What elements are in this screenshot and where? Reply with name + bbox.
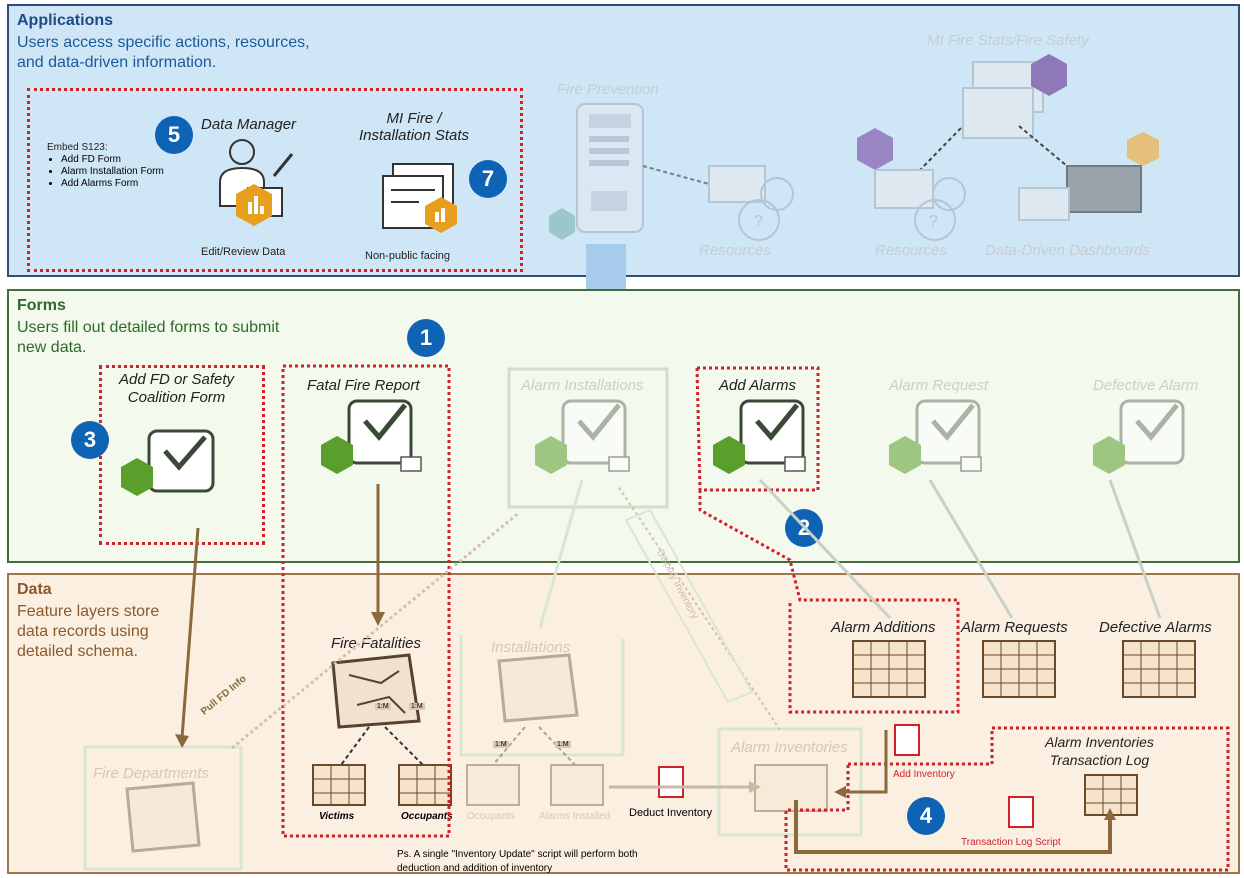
victims-label: Victims [319, 811, 355, 822]
step-badge-4: 4 [907, 797, 945, 835]
defective-alarm-label: Defective Alarm [1093, 377, 1199, 394]
data-panel: Data Feature layers store data records u… [7, 573, 1240, 874]
non-public-label: Non-public facing [365, 250, 450, 262]
mi-fire-stats-label: MI Fire / Installation Stats [359, 110, 469, 144]
forms-graphics [121, 367, 1185, 509]
data-desc-line2: data records using [17, 623, 149, 640]
mi-fire-stats-line2: Installation Stats [359, 127, 470, 144]
relation-1m: 1:M [409, 703, 425, 710]
log-title-line1: Alarm Inventories [1045, 734, 1154, 750]
relation-1m: 1:M [375, 703, 391, 710]
log-title-line2: Transaction Log [1049, 752, 1150, 768]
edit-review-label: Edit/Review Data [201, 246, 286, 258]
resources-label-1: Resources [699, 242, 771, 259]
data-manager-label: Data Manager [201, 116, 297, 133]
step-badge-7: 7 [469, 160, 507, 198]
embedded-apps-highlight [27, 88, 523, 272]
resources-label-2: Resources [875, 242, 947, 259]
survey-form-icon [121, 429, 215, 496]
defective-alarms-label: Defective Alarms [1099, 619, 1212, 636]
forms-title: Forms [17, 297, 66, 314]
forms-desc-line2: new data. [17, 339, 87, 356]
embed-title: Embed S123: [47, 142, 108, 153]
embed-item: Add Alarms Form [61, 178, 181, 190]
alarm-additions-table [852, 640, 926, 698]
add-inventory-label: Add Inventory [893, 769, 955, 780]
alarm-requests-label: Alarm Requests [961, 619, 1068, 636]
embed-list: Add FD Form Alarm Installation Form Add … [47, 154, 181, 190]
occupants-faded-label: Occupants [467, 811, 515, 822]
applications-desc-line2: and data-driven information. [17, 54, 217, 71]
alarm-inventories-label: Alarm Inventories [731, 739, 848, 756]
fire-departments-label: Fire Departments [93, 765, 209, 782]
add-fd-form-line2: Coalition Form [127, 389, 226, 406]
relation-1m: 1:M [555, 741, 571, 748]
step-badge-3: 3 [71, 421, 109, 459]
data-desc-line3: detailed schema. [17, 643, 138, 660]
add-alarms-label: Add Alarms [719, 377, 796, 394]
embed-item: Add FD Form [61, 154, 181, 166]
add-fd-form-line1: Add FD or Safety [119, 371, 235, 388]
step-badge-1: 1 [407, 319, 445, 357]
applications-faded-graphics: ? ? [549, 54, 1159, 241]
add-fd-form-label: Add FD or Safety Coalition Form [119, 371, 234, 407]
installations-label: Installations [491, 639, 571, 656]
svg-text:?: ? [754, 213, 763, 230]
forms-panel: Forms Users fill out detailed forms to s… [7, 289, 1240, 563]
dashboards-label: Data-Driven Dashboards [985, 242, 1151, 259]
deduct-inventory-label: Deduct Inventory [629, 807, 713, 819]
applications-desc-line1: Users access specific actions, resources… [17, 34, 310, 51]
fire-prevention-label: Fire Prevention [557, 81, 659, 98]
alarm-request-label: Alarm Request [889, 377, 989, 394]
alarms-installed-label: Alarms Installed [539, 811, 611, 822]
fatal-fire-report-label: Fatal Fire Report [307, 377, 420, 394]
data-graphics [83, 635, 1196, 871]
log-title: Alarm Inventories Transaction Log [1045, 733, 1154, 769]
transaction-log-script-label: Transaction Log Script [961, 837, 1061, 848]
data-manager-icon [219, 139, 294, 226]
installation-stats-icon [382, 163, 457, 233]
relation-1m: 1:M [493, 741, 509, 748]
mi-fire-safety-label: MI Fire Stats/Fire Safety [927, 32, 1089, 49]
applications-panel: Applications Users access specific actio… [7, 4, 1240, 277]
svg-text:?: ? [929, 213, 938, 230]
alarm-installations-label: Alarm Installations [521, 377, 644, 394]
mi-fire-stats-line1: MI Fire / [386, 110, 442, 127]
forms-desc-line1: Users fill out detailed forms to submit [17, 319, 280, 336]
fire-fatalities-map [331, 653, 421, 729]
data-desc-line1: Feature layers store [17, 603, 160, 620]
data-title: Data [17, 581, 52, 598]
ps-note-line2: deduction and addition of inventory [397, 863, 553, 874]
alarm-additions-label: Alarm Additions [831, 619, 936, 636]
embed-item: Alarm Installation Form [61, 166, 181, 178]
applications-title: Applications [17, 12, 114, 29]
occupants-label: Occupants [401, 811, 453, 822]
step-badge-5: 5 [155, 116, 193, 154]
ps-note-line1: Ps. A single "Inventory Update" script w… [397, 849, 638, 860]
